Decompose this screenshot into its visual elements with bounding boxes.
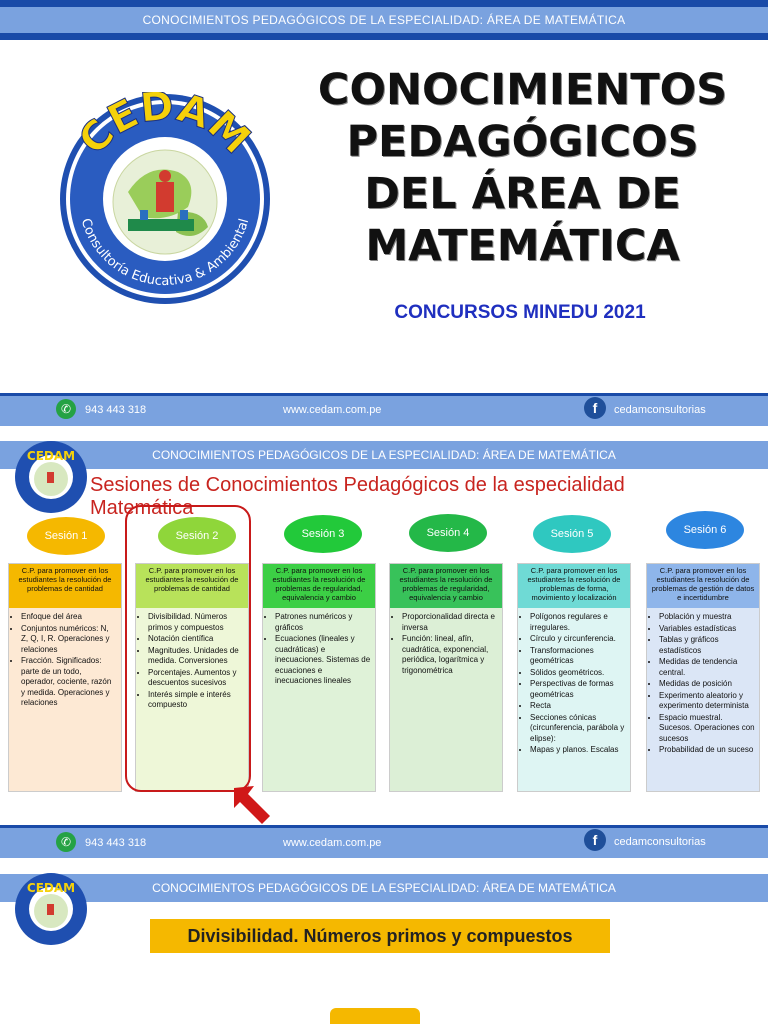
session-1-header: C.P. para promover en los estudiantes la…	[9, 564, 121, 608]
slide-subtitle: CONCURSOS MINEDU 2021	[394, 302, 646, 323]
footer-phone-2: 943 443 318	[85, 837, 147, 849]
svg-text:CEDAM: CEDAM	[27, 449, 75, 463]
session-4-badge[interactable]: Sesión 4	[409, 514, 487, 552]
session-4-header: C.P. para promover en los estudiantes la…	[390, 564, 502, 608]
session-1-column: C.P. para promover en los estudiantes la…	[8, 563, 122, 792]
footer-bar-2	[0, 828, 768, 858]
footer-bar	[0, 396, 768, 426]
session-5-items: Polígonos regulares e irregulares. Círcu…	[518, 608, 630, 756]
session-5-badge[interactable]: Sesión 5	[533, 515, 611, 553]
header-title: CONOCIMIENTOS PEDAGÓGICOS DE LA ESPECIAL…	[0, 7, 768, 33]
pointer-arrow-icon	[230, 782, 274, 826]
session-5-column: C.P. para promover en los estudiantes la…	[517, 563, 631, 792]
session-2-column: C.P. para promover en los estudiantes la…	[135, 563, 249, 792]
partial-box	[330, 1008, 420, 1024]
session-2-header: C.P. para promover en los estudiantes la…	[136, 564, 248, 608]
whatsapp-icon[interactable]: ✆	[56, 832, 76, 852]
slide-title: CONOCIMIENTOS PEDAGÓGICOS DEL ÁREA DE MA…	[317, 65, 728, 271]
footer-facebook[interactable]: cedamconsultorias	[614, 404, 706, 416]
whatsapp-icon[interactable]: ✆	[56, 399, 76, 419]
cedam-logo: CEDAM Consultoría Educativa & Ambiental	[58, 82, 272, 306]
footer-website-2[interactable]: www.cedam.com.pe	[283, 837, 382, 849]
session-2-badge[interactable]: Sesión 2	[158, 517, 236, 555]
session-6-column: C.P. para promover en los estudiantes la…	[646, 563, 760, 792]
session-3-badge[interactable]: Sesión 3	[284, 515, 362, 553]
session-2-highlight	[125, 505, 251, 792]
session-6-header: C.P. para promover en los estudiantes la…	[647, 564, 759, 608]
footer-website[interactable]: www.cedam.com.pe	[283, 404, 382, 416]
topic-banner: Divisibilidad. Números primos y compuest…	[150, 919, 610, 953]
footer-facebook-2[interactable]: cedamconsultorias	[614, 836, 706, 848]
session-6-items: Población y muestra Variables estadístic…	[647, 608, 759, 756]
session-3-column: C.P. para promover en los estudiantes la…	[262, 563, 376, 792]
footer-phone: 943 443 318	[85, 404, 147, 416]
session-3-items: Patrones numéricos y gráficos Ecuaciones…	[263, 608, 375, 687]
footer-border	[0, 393, 768, 397]
session-1-items: Enfoque del área Conjuntos numéricos: N,…	[9, 608, 121, 709]
facebook-icon[interactable]: f	[584, 397, 606, 419]
sessions-title: Sesiones de Conocimientos Pedagógicos de…	[90, 474, 625, 519]
session-3-header: C.P. para promover en los estudiantes la…	[263, 564, 375, 608]
footer-border-2	[0, 825, 768, 829]
slide2-header: CONOCIMIENTOS PEDAGÓGICOS DE LA ESPECIAL…	[0, 441, 768, 469]
cedam-logo-small: CEDAM	[14, 440, 88, 514]
facebook-icon[interactable]: f	[584, 829, 606, 851]
cedam-logo-small: CEDAM	[14, 872, 88, 946]
session-5-header: C.P. para promover en los estudiantes la…	[518, 564, 630, 608]
session-4-items: Proporcionalidad directa e inversa Funci…	[390, 608, 502, 676]
session-6-badge[interactable]: Sesión 6	[666, 511, 744, 549]
session-1-badge[interactable]: Sesión 1	[27, 517, 105, 555]
session-4-column: C.P. para promover en los estudiantes la…	[389, 563, 503, 792]
slide3-header: CONOCIMIENTOS PEDAGÓGICOS DE LA ESPECIAL…	[0, 874, 768, 902]
svg-text:CEDAM: CEDAM	[27, 881, 75, 895]
session-2-items: Divisibilidad. Números primos y compuest…	[136, 608, 248, 711]
